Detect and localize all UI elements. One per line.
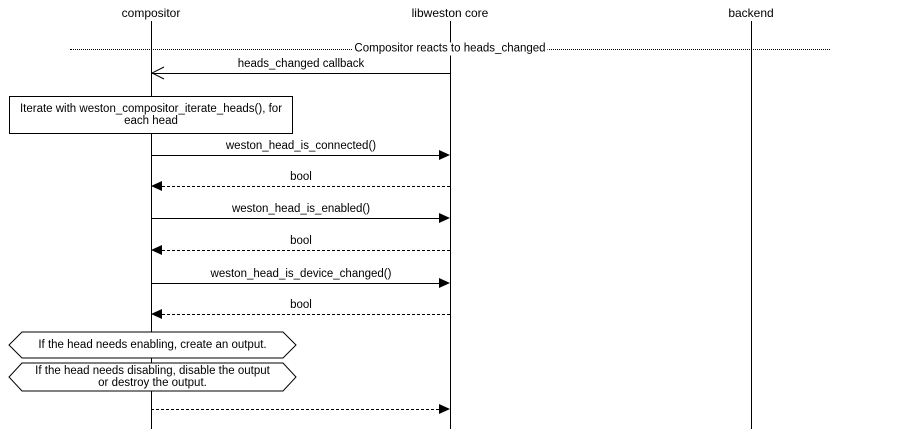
arrowhead-filled-left-bool-return-1 bbox=[151, 181, 162, 191]
note-text: Iterate with weston_compositor_iterate_h… bbox=[19, 102, 283, 128]
participant-label-backend: backend bbox=[728, 6, 774, 20]
message-label-weston-head-is-device-changed: weston_head_is_device_changed() bbox=[210, 268, 392, 280]
arrowhead-filled-right-weston-head-is-enabled bbox=[439, 213, 450, 223]
arrowhead-open-left-heads-changed-callback bbox=[151, 66, 165, 80]
arrowhead-filled-right-weston-head-is-connected bbox=[439, 150, 450, 160]
condition-text-enable-head: If the head needs enabling, create an ou… bbox=[38, 338, 267, 351]
participant-label-compositor: compositor bbox=[121, 6, 181, 20]
lifeline-backend bbox=[751, 21, 752, 429]
condition-hexagon-shape-disable bbox=[8, 362, 297, 392]
message-label-weston-head-is-enabled: weston_head_is_enabled() bbox=[231, 203, 371, 215]
message-line-bool-return-3 bbox=[162, 314, 450, 315]
lifeline-libweston-core bbox=[450, 21, 451, 429]
message-line-heads-changed-callback bbox=[151, 73, 450, 74]
message-label-bool-return-2: bool bbox=[290, 235, 312, 247]
arrowhead-filled-right-weston-head-is-device-changed bbox=[439, 278, 450, 288]
participant-label-libweston-core: libweston core bbox=[411, 6, 489, 20]
message-line-bool-return-2 bbox=[162, 250, 450, 251]
message-line-bool-return-1 bbox=[162, 186, 450, 187]
note-iterate-heads: Iterate with weston_compositor_iterate_h… bbox=[9, 96, 293, 134]
message-line-weston-head-is-enabled bbox=[151, 218, 439, 219]
lifeline-compositor bbox=[151, 21, 152, 429]
message-line-final-return bbox=[151, 409, 439, 410]
message-label-weston-head-is-connected: weston_head_is_connected() bbox=[225, 140, 377, 152]
condition-enable-head: If the head needs enabling, create an ou… bbox=[8, 331, 297, 359]
condition-text-disable-head: If the head needs disabling, disable the… bbox=[35, 364, 270, 390]
message-label-heads-changed-callback: heads_changed callback bbox=[237, 58, 365, 70]
condition-hexagon-shape-enable bbox=[8, 331, 297, 359]
arrowhead-filled-left-bool-return-3 bbox=[151, 309, 162, 319]
message-line-weston-head-is-device-changed bbox=[151, 283, 439, 284]
message-label-bool-return-1: bool bbox=[290, 171, 312, 183]
arrowhead-filled-left-bool-return-2 bbox=[151, 245, 162, 255]
condition-disable-head: If the head needs disabling, disable the… bbox=[8, 362, 297, 392]
message-line-weston-head-is-connected bbox=[151, 155, 439, 156]
message-label-bool-return-3: bool bbox=[290, 299, 312, 311]
separator-label: Compositor reacts to heads_changed bbox=[352, 42, 548, 56]
arrowhead-filled-right-final-return bbox=[439, 404, 450, 414]
